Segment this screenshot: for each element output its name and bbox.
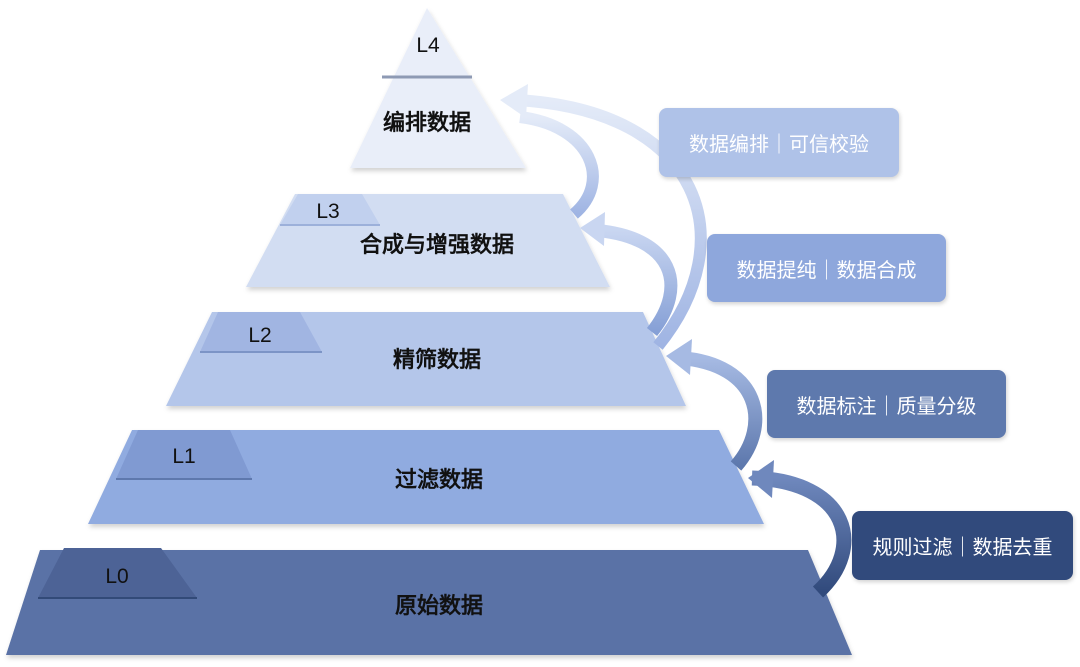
layer-l0: L0 原始数据 — [6, 548, 852, 655]
action-box-rule-filter-label: 规则过滤｜数据去重 — [872, 535, 1053, 559]
arrow-l3-to-l4-inner — [519, 111, 599, 219]
action-box-annotation: 数据标注｜质量分级 — [767, 370, 1006, 438]
layer-l3: L3 合成与增强数据 — [246, 194, 610, 287]
layer-l1-band — [88, 430, 764, 524]
layer-l0-level: L0 — [105, 565, 128, 588]
layer-l2: L2 精筛数据 — [166, 312, 686, 406]
layer-l2-level: L2 — [248, 324, 271, 347]
layer-l3-label: 合成与增强数据 — [360, 232, 514, 258]
action-box-annotation-label: 数据标注｜质量分级 — [796, 393, 977, 418]
layer-l0-label: 原始数据 — [395, 593, 483, 619]
layer-l1-tag-shape — [116, 430, 252, 479]
arrow-l2-to-l3 — [580, 212, 678, 337]
action-box-orchestration-label: 数据编排｜可信校验 — [689, 132, 869, 156]
arrow-l0-to-l1 — [748, 460, 852, 598]
action-box-purification-label: 数据提纯｜数据合成 — [736, 257, 917, 282]
layer-l4-label: 编排数据 — [383, 110, 471, 136]
layer-l1-label: 过滤数据 — [395, 467, 483, 493]
layer-l1: L1 过滤数据 — [88, 430, 764, 524]
layer-l0-tag-shape — [38, 548, 197, 598]
layer-l3-level: L3 — [316, 200, 339, 223]
layer-l0-band — [6, 550, 852, 655]
layer-l2-tag-shape — [200, 312, 322, 352]
layer-l4-band — [350, 8, 526, 168]
action-box-purification: 数据提纯｜数据合成 — [707, 234, 946, 302]
action-box-orchestration: 数据编排｜可信校验 — [659, 108, 899, 177]
layer-l2-label: 精筛数据 — [393, 347, 481, 373]
action-box-rule-filter: 规则过滤｜数据去重 — [852, 511, 1073, 580]
layer-l3-tag-shape — [280, 194, 380, 225]
arrow-l1-to-l2 — [666, 339, 763, 471]
layer-l1-level: L1 — [172, 445, 195, 468]
layer-l4: L4 编排数据 — [350, 8, 526, 168]
arrow-l2-to-l4-outer — [500, 84, 707, 350]
layer-l4-level: L4 — [416, 34, 440, 57]
